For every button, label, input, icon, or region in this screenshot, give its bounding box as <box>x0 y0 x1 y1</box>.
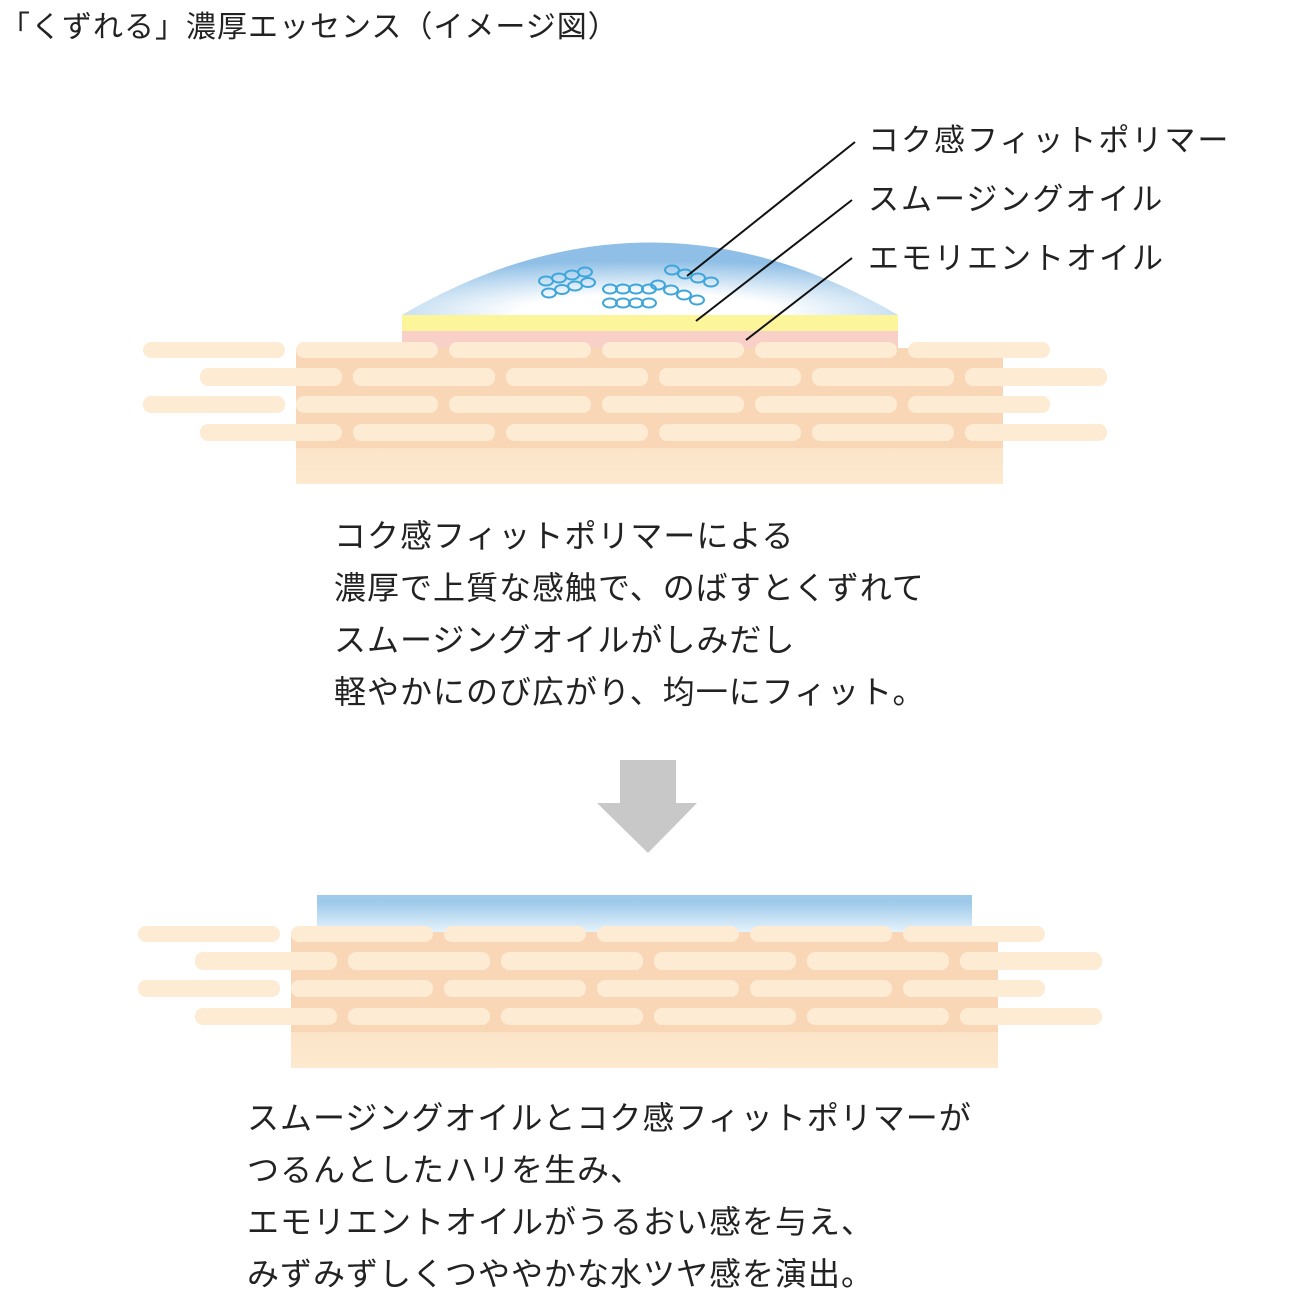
description-line: スムージングオイルとコク感フィットポリマーが <box>247 1099 972 1137</box>
polymer-bead <box>676 289 692 301</box>
skin-cell <box>195 952 337 970</box>
skin-cell <box>755 342 897 358</box>
skin-cell <box>965 424 1107 441</box>
skin-cell <box>960 952 1102 970</box>
skin-cell <box>296 396 438 413</box>
skin-cell <box>903 980 1045 997</box>
polymer-bead <box>580 277 596 288</box>
skin-cell <box>348 952 490 970</box>
skin-cell <box>659 368 801 386</box>
skin-cell <box>138 980 280 997</box>
skin-cell <box>755 396 897 413</box>
skin-cell <box>353 424 495 441</box>
page-title: 「くずれる」濃厚エッセンス（イメージ図） <box>0 10 619 45</box>
skin-cell <box>138 926 280 942</box>
skin-cell <box>807 1008 949 1025</box>
skin-cell <box>659 424 801 441</box>
leader-line-emollient <box>745 257 853 341</box>
skin-cell <box>597 980 739 997</box>
skin-cell <box>348 1008 490 1025</box>
polymer-chains <box>538 264 719 309</box>
skin-cell <box>654 1008 796 1025</box>
polymer-bead <box>664 264 680 276</box>
leader-line-smoothing <box>695 199 853 322</box>
skin-cell <box>501 1008 643 1025</box>
label-smoothing-oil: スムージングオイル <box>868 182 1165 218</box>
polymer-bead <box>677 268 693 280</box>
polymer-bead <box>641 297 657 309</box>
skin-cell <box>807 952 949 970</box>
skin-cell <box>965 368 1107 386</box>
leader-line-polymer <box>686 141 856 277</box>
down-arrow-icon <box>597 760 697 853</box>
skin-cell <box>195 1008 337 1025</box>
description-line: スムージングオイルがしみだし <box>334 621 796 659</box>
description-line: 濃厚で上質な感触で、のばすとくずれて <box>334 569 925 607</box>
skin-cell <box>143 342 285 358</box>
polymer-bead <box>650 279 666 291</box>
skin-cell <box>597 926 739 942</box>
skin-cell <box>200 424 342 441</box>
skin-cell <box>506 424 648 441</box>
skin-cell <box>812 368 954 386</box>
skin-cell <box>750 926 892 942</box>
description-line: コク感フィットポリマーによる <box>334 517 795 555</box>
skin-cell <box>449 342 591 358</box>
skin-cell <box>143 396 285 413</box>
skin-layer-after <box>138 926 1102 1068</box>
skin-cell <box>654 952 796 970</box>
skin-cell <box>750 980 892 997</box>
label-emollient-oil: エモリエントオイル <box>868 241 1165 277</box>
description-before: コク感フィットポリマーによる 濃厚で上質な感触で、のばすとくずれて スムージング… <box>334 510 925 718</box>
skin-cell <box>908 396 1050 413</box>
skin-cell <box>501 952 643 970</box>
polymer-bead <box>703 276 719 288</box>
polymer-bead <box>689 294 705 306</box>
skin-cell <box>903 926 1045 942</box>
skin-cell <box>960 1008 1102 1025</box>
skin-cell <box>353 368 495 386</box>
description-line: 軽やかにのび広がり、均一にフィット。 <box>334 673 926 711</box>
description-after: スムージングオイルとコク感フィットポリマーが つるんとしたハリを生み、 エモリエ… <box>247 1092 972 1300</box>
skin-cell <box>602 342 744 358</box>
skin-cell <box>444 926 586 942</box>
polymer-bead <box>577 266 593 278</box>
description-line: エモリエントオイルがうるおい感を与え、 <box>247 1203 875 1241</box>
skin-cell <box>200 368 342 386</box>
skin-cell <box>444 980 586 997</box>
skin-cell <box>602 396 744 413</box>
skin-cell <box>291 926 433 942</box>
description-line: みずみずしくつややかな水ツヤ感を演出。 <box>247 1255 875 1293</box>
polymer-bead <box>663 284 679 296</box>
skin-cell <box>449 396 591 413</box>
skin-cell <box>296 342 438 358</box>
skin-cell <box>812 424 954 441</box>
label-polymer: コク感フィットポリマー <box>868 123 1231 159</box>
description-line: つるんとしたハリを生み、 <box>247 1151 644 1189</box>
skin-cell <box>291 980 433 997</box>
skin-layer-before <box>143 342 1107 484</box>
smoothing-oil-layer <box>402 315 898 332</box>
skin-cell <box>506 368 648 386</box>
polymer-bead <box>690 272 706 284</box>
skin-cell <box>908 342 1050 358</box>
